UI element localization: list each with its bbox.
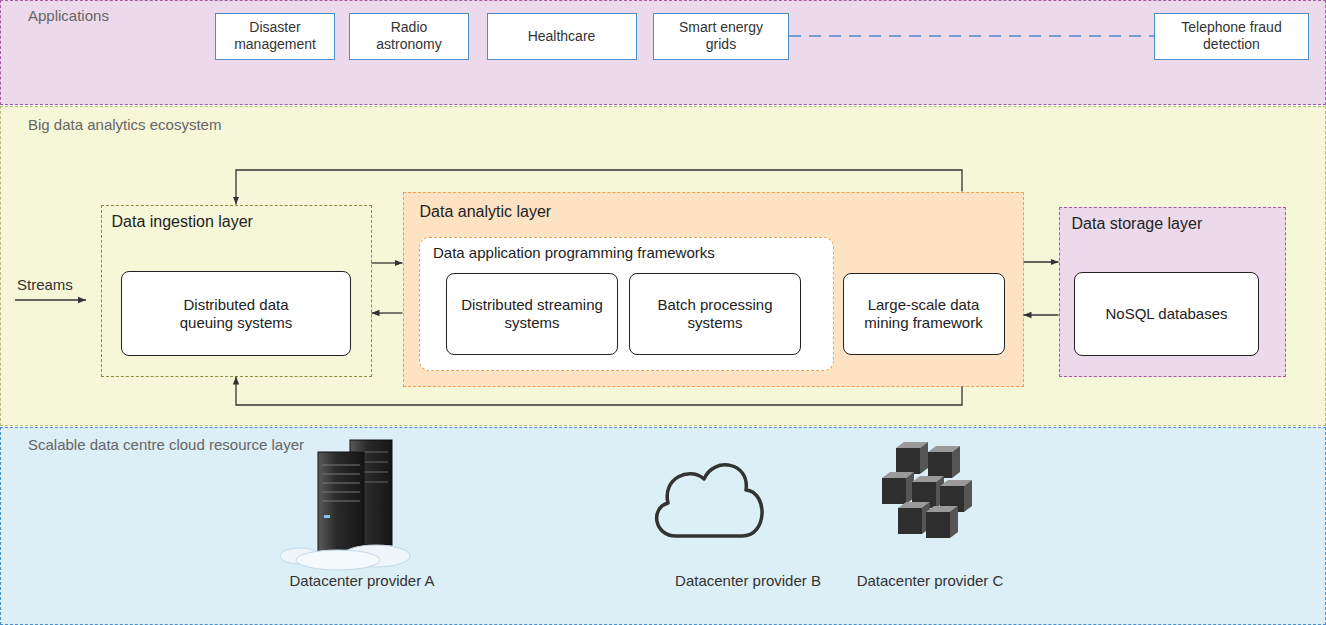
- application-box: Telephone fraud detection: [1154, 13, 1309, 60]
- box-label: Telephone fraud detection: [1163, 19, 1300, 53]
- server-front: [882, 478, 906, 504]
- server-tower-icon: [280, 440, 410, 570]
- cloud-icon: [657, 465, 762, 536]
- layer-title: Applications: [28, 7, 1325, 25]
- component-box: Batch processing systems: [629, 273, 801, 355]
- layer-group: Data ingestion layerDistributed data que…: [101, 205, 372, 377]
- server-cluster-icon: [882, 442, 972, 538]
- flow-arrow: [1024, 314, 1059, 315]
- flow-arrow: [236, 170, 962, 205]
- box-label: Smart energy grids: [662, 19, 780, 53]
- layer-title: Big data analytics ecosystem: [28, 116, 1325, 134]
- provider-label: Datacenter provider C: [857, 572, 1004, 590]
- dashed-link: [789, 35, 1154, 37]
- box-label: Healthcare: [528, 28, 596, 45]
- server-unit: [898, 502, 930, 534]
- input-label: Streams: [17, 276, 73, 294]
- box-label: Large-scale data mining framework: [852, 296, 996, 332]
- framework-group: Data application programming frameworksD…: [419, 237, 834, 371]
- flow-arrow: [1024, 261, 1059, 262]
- server-side: [952, 446, 960, 478]
- layer-title: Data ingestion layer: [112, 212, 371, 231]
- layer-band: ApplicationsDisaster management Radio ast…: [0, 0, 1326, 105]
- component-box: NoSQL databases: [1074, 272, 1259, 356]
- server-led: [324, 515, 330, 518]
- server-slot: [322, 474, 360, 475]
- server-side: [964, 480, 972, 512]
- server-front: [928, 452, 952, 478]
- server-slot: [322, 492, 360, 493]
- provider-label: Datacenter provider B: [675, 572, 821, 590]
- server-front: [926, 512, 950, 538]
- provider-label: Datacenter provider A: [289, 572, 434, 590]
- layer-title: Data analytic layer: [420, 202, 1023, 221]
- application-box: Radio astronomy: [349, 13, 469, 60]
- server-unit: [896, 442, 928, 474]
- flow-arrow: [372, 312, 403, 313]
- box-label: Distributed streaming systems: [455, 296, 609, 332]
- server-front: [896, 448, 920, 474]
- box-label: NoSQL databases: [1105, 305, 1227, 323]
- server-unit: [882, 472, 914, 504]
- server-slot: [322, 465, 360, 466]
- server-slot: [322, 483, 360, 484]
- layer-group: Data analytic layerData application prog…: [403, 192, 1024, 387]
- application-box: Smart energy grids: [653, 13, 789, 60]
- server-side: [950, 506, 958, 538]
- component-box: Large-scale data mining framework: [843, 273, 1005, 355]
- stream-arrow: [15, 299, 86, 300]
- flow-arrow: [372, 262, 403, 263]
- server-front: [898, 508, 922, 534]
- server-slot: [322, 501, 360, 502]
- server-tower: [318, 452, 364, 560]
- component-box: Distributed data queuing systems: [121, 271, 351, 356]
- box-label: Radio astronomy: [358, 19, 460, 53]
- layer-title: Scalable data centre cloud resource laye…: [28, 436, 1325, 454]
- layer-title: Data storage layer: [1072, 214, 1285, 233]
- box-label: Disaster management: [224, 19, 326, 53]
- box-label: Distributed data queuing systems: [166, 296, 306, 332]
- application-box: Healthcare: [487, 13, 637, 60]
- box-label: Batch processing systems: [638, 296, 792, 332]
- component-box: Distributed streaming systems: [446, 273, 618, 355]
- layer-band: Big data analytics ecosystemData ingesti…: [0, 106, 1326, 426]
- cloud-puff: [296, 550, 380, 570]
- layer-group: Data storage layerNoSQL databases: [1059, 207, 1286, 377]
- layer-title: Data application programming frameworks: [433, 244, 833, 262]
- server-unit: [926, 506, 958, 538]
- application-box: Disaster management: [215, 13, 335, 60]
- server-side: [920, 442, 928, 474]
- flow-arrow: [236, 377, 962, 406]
- server-unit: [928, 446, 960, 478]
- layer-band: Scalable data centre cloud resource laye…: [0, 427, 1326, 625]
